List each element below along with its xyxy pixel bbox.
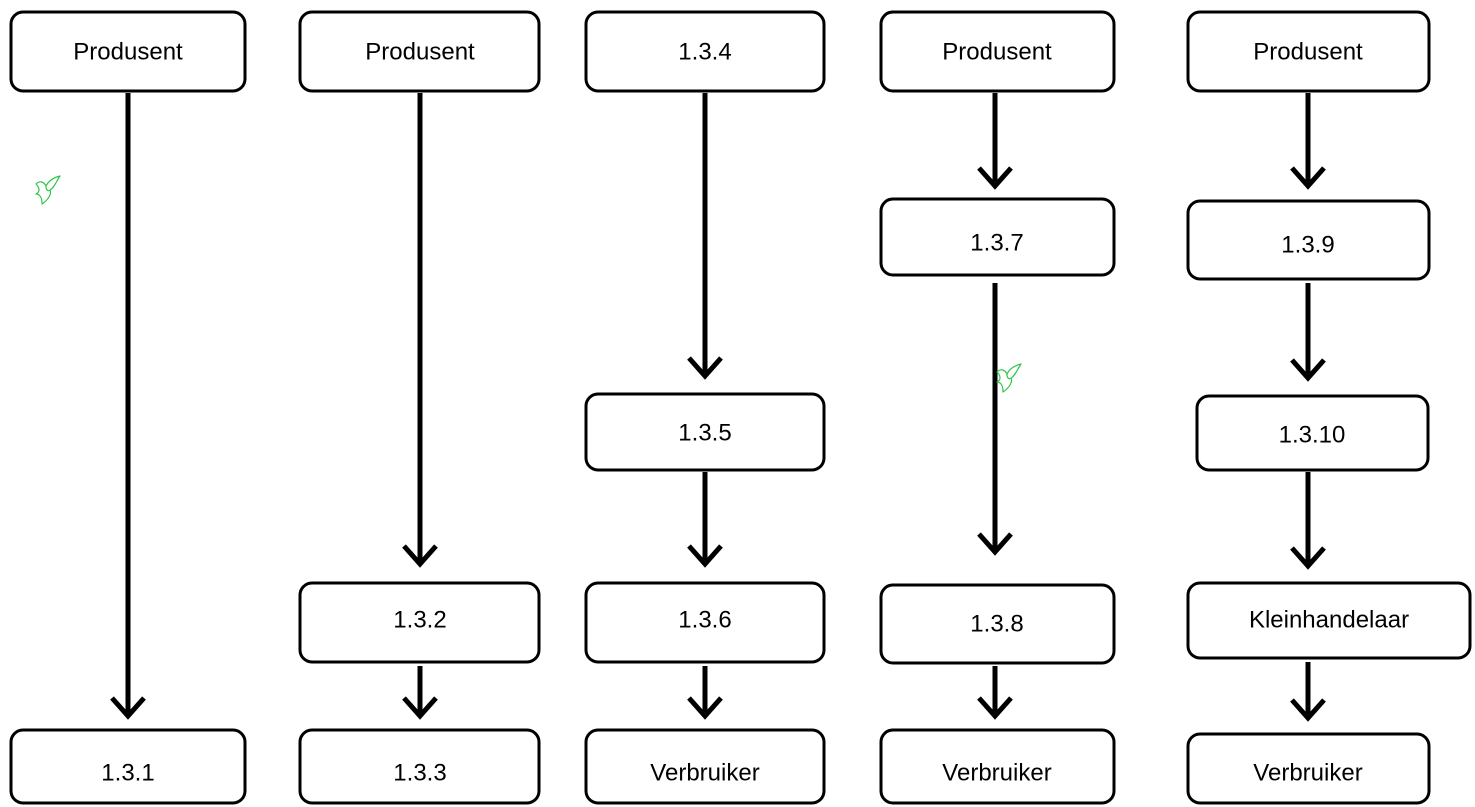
node-producer: Produsent [1186, 10, 1431, 93]
node-consumer: Verbruiker [879, 728, 1116, 805]
node-label: 1.3.2 [393, 606, 446, 633]
node-label: 1.3.7 [970, 229, 1023, 256]
bird-icon [35, 175, 61, 205]
bird-icon [996, 363, 1022, 393]
node-producer: Produsent [298, 10, 541, 93]
node-consumer: Verbruiker [1186, 732, 1431, 805]
node-label: Kleinhandelaar [1249, 606, 1409, 633]
node-1-3-10: 1.3.10 [1195, 394, 1430, 472]
arrow [687, 93, 723, 380]
node-label: Produsent [942, 38, 1052, 65]
node-1-3-1: 1.3.1 [9, 728, 247, 805]
node-1-3-8: 1.3.8 [879, 583, 1116, 665]
node-producer: Produsent [9, 10, 247, 93]
arrow [110, 93, 146, 720]
node-label: Verbruiker [650, 759, 759, 786]
node-label: 1.3.8 [970, 610, 1023, 637]
arrow [687, 666, 723, 720]
arrow [977, 666, 1013, 720]
node-1-3-7: 1.3.7 [879, 197, 1116, 277]
node-label: 1.3.9 [1281, 231, 1334, 258]
arrow [1290, 662, 1326, 722]
node-label: 1.3.6 [678, 606, 731, 633]
arrow [1290, 93, 1326, 190]
node-label: 1.3.1 [101, 759, 154, 786]
node-label: Verbruiker [1253, 759, 1362, 786]
node-label: Produsent [1253, 38, 1363, 65]
arrow [402, 93, 438, 568]
node-1-3-5: 1.3.5 [584, 392, 826, 472]
arrow [687, 472, 723, 568]
arrow [977, 93, 1013, 190]
node-retailer: Kleinhandelaar [1186, 581, 1472, 660]
node-1-3-3: 1.3.3 [298, 728, 541, 805]
node-1-3-9: 1.3.9 [1186, 199, 1431, 281]
node-label: 1.3.10 [1279, 421, 1346, 448]
node-1-3-4: 1.3.4 [584, 10, 826, 93]
arrow [402, 666, 438, 720]
arrow [977, 283, 1013, 556]
arrow [1290, 283, 1326, 382]
node-producer: Produsent [879, 10, 1116, 93]
node-1-3-2: 1.3.2 [298, 581, 541, 664]
node-label: Verbruiker [942, 759, 1051, 786]
node-label: Produsent [365, 38, 475, 65]
arrow [1290, 472, 1326, 570]
node-label: 1.3.3 [393, 759, 446, 786]
node-label: 1.3.4 [678, 38, 731, 65]
node-label: Produsent [73, 38, 183, 65]
node-consumer: Verbruiker [584, 728, 826, 805]
node-label: 1.3.5 [678, 419, 731, 446]
node-1-3-6: 1.3.6 [584, 581, 826, 664]
